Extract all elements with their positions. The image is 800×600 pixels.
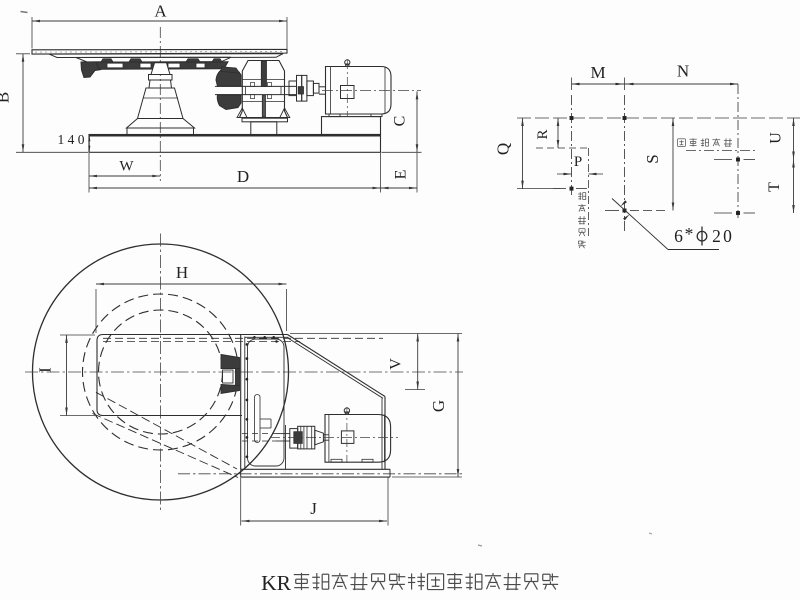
svg-text:D: D xyxy=(237,167,249,186)
svg-text:T: T xyxy=(766,182,783,192)
svg-text:N: N xyxy=(677,62,689,81)
svg-text:A: A xyxy=(154,2,167,21)
svg-text:G: G xyxy=(429,400,448,412)
svg-text:H: H xyxy=(176,263,188,282)
svg-text:P: P xyxy=(574,154,582,170)
svg-text:U: U xyxy=(768,132,785,144)
svg-text:Q: Q xyxy=(494,143,513,155)
svg-text:C: C xyxy=(392,116,409,127)
svg-text:KR: KR xyxy=(261,571,292,595)
svg-text:S: S xyxy=(643,154,662,163)
svg-text:B: B xyxy=(0,92,13,103)
svg-text:E: E xyxy=(393,170,410,180)
svg-text:J: J xyxy=(310,499,317,518)
svg-text:0: 0 xyxy=(723,226,732,246)
svg-text:2: 2 xyxy=(712,226,721,246)
svg-text:W: W xyxy=(119,159,134,175)
svg-text:R: R xyxy=(535,129,551,139)
svg-text:1 4 0: 1 4 0 xyxy=(58,132,85,147)
svg-text:V: V xyxy=(388,358,405,370)
svg-text:6: 6 xyxy=(674,226,683,246)
svg-text:I: I xyxy=(36,367,55,373)
svg-text:M: M xyxy=(590,63,605,82)
svg-text:*: * xyxy=(685,224,694,244)
